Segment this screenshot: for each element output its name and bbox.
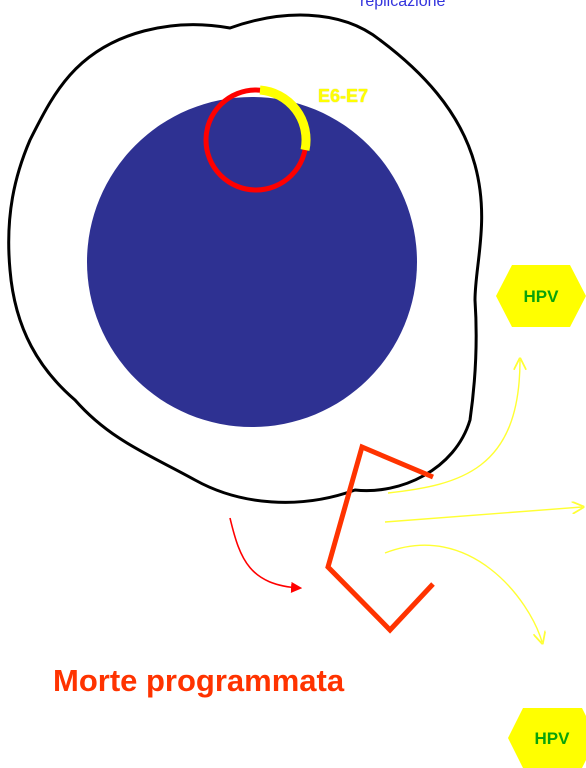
hpv-virion-2: HPV: [508, 708, 586, 768]
release-arrow-down: [385, 545, 542, 642]
release-arrow-right: [385, 507, 582, 522]
top-partial-label: replicazione: [360, 0, 445, 11]
programmed-death-label: Morte programmata: [53, 663, 344, 699]
e6-e7-label: E6-E7: [318, 86, 368, 107]
hpv-virion-1: HPV: [496, 265, 586, 327]
hpv-label-1: HPV: [524, 287, 560, 306]
death-arrow: [230, 518, 300, 588]
hpv-label-2: HPV: [535, 729, 571, 748]
nucleus: [87, 97, 417, 427]
